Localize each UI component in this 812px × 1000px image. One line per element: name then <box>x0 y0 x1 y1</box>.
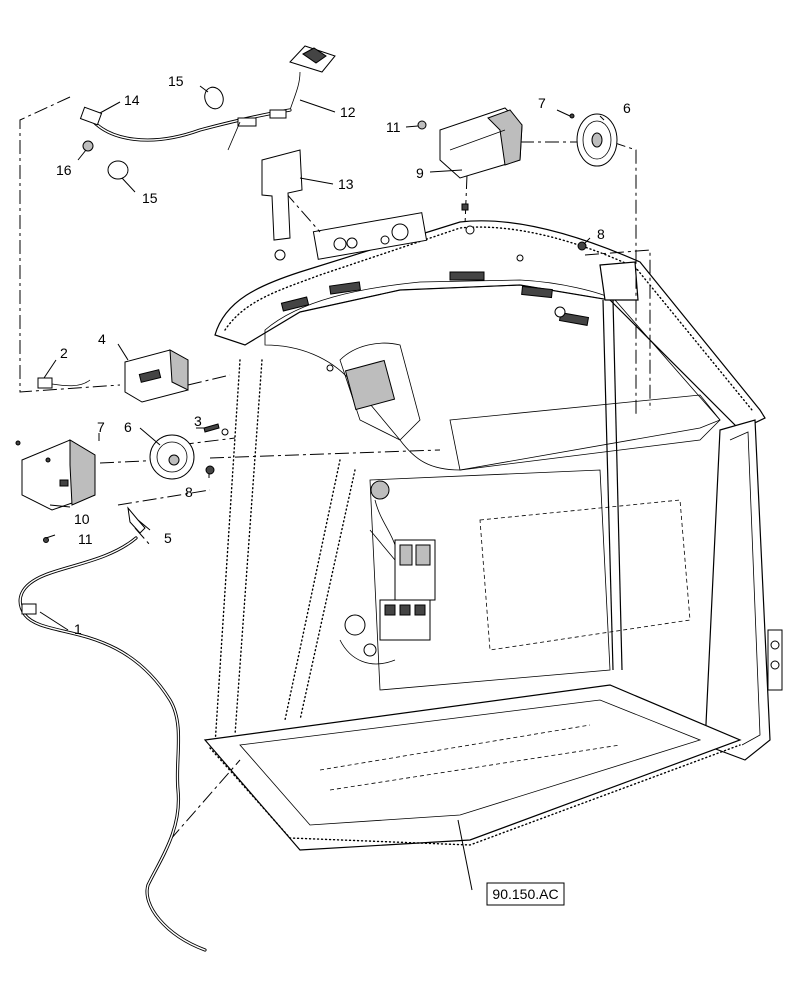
grommet-icon <box>82 140 94 152</box>
callout-11b: 11 <box>78 531 93 547</box>
screw-icon <box>569 113 575 119</box>
callout-4: 4 <box>98 331 106 347</box>
screw-icon <box>15 440 21 446</box>
antenna-cable-icon <box>18 536 207 952</box>
callout-8a: 8 <box>185 484 193 500</box>
callout-10: 10 <box>74 511 90 527</box>
callout-16: 16 <box>56 162 72 178</box>
ferrite-ring-icon <box>204 86 224 110</box>
callout-15a: 15 <box>168 73 184 89</box>
callout-3: 3 <box>194 413 202 429</box>
callout-8b: 8 <box>597 226 605 242</box>
callout-14: 14 <box>124 92 140 108</box>
leader-lines <box>39 85 605 891</box>
screw-icon <box>417 120 427 130</box>
speaker-icon <box>149 434 195 480</box>
ferrite-ring-icon <box>107 160 129 180</box>
callout-13: 13 <box>338 176 354 192</box>
callout-5: 5 <box>164 530 172 546</box>
radio-icon <box>124 349 189 403</box>
callout-6a: 6 <box>124 419 132 435</box>
mounting-bracket-icon <box>261 149 303 241</box>
reference-box-label: 90.150.AC <box>492 886 558 902</box>
screw-icon <box>203 423 220 433</box>
callout-7b: 7 <box>538 95 546 111</box>
callout-12: 12 <box>340 104 356 120</box>
speaker-enclosure-icon <box>439 107 523 211</box>
callout-7a: 7 <box>97 419 105 435</box>
connector-plug-icon <box>37 377 91 389</box>
callout-6b: 6 <box>623 100 631 116</box>
cab-frame-icon <box>203 212 783 851</box>
alignment-phantom-lines <box>19 96 651 841</box>
speaker-icon <box>576 113 618 167</box>
callout-11a: 11 <box>386 119 401 135</box>
antenna-icon <box>289 45 336 111</box>
nut-icon <box>205 465 215 475</box>
callout-9: 9 <box>416 165 424 181</box>
screw-icon <box>43 537 49 543</box>
callout-1: 1 <box>74 621 82 637</box>
callout-2: 2 <box>60 345 68 361</box>
reference-box[interactable]: 90.150.AC <box>486 882 565 906</box>
antenna-cable-icon <box>79 106 292 151</box>
callout-15b: 15 <box>142 190 158 206</box>
speaker-enclosure-icon <box>21 439 96 511</box>
antenna-mount-icon <box>127 506 146 534</box>
